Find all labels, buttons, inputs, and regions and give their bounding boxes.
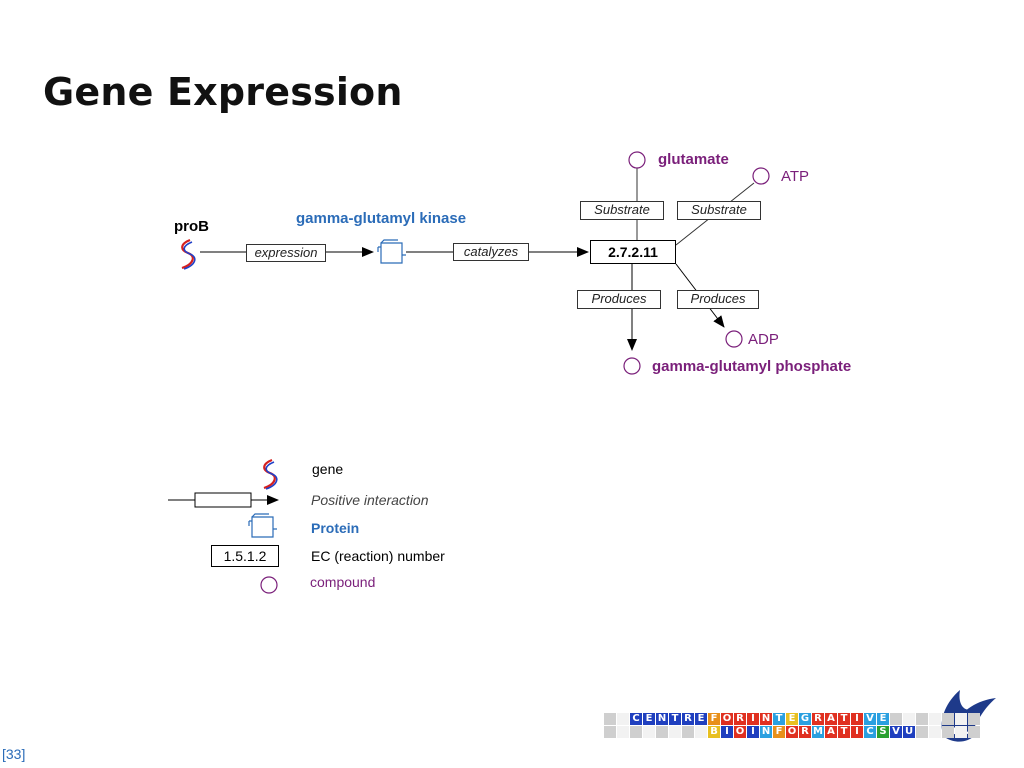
substrate-box-1: Substrate	[580, 201, 664, 220]
logo-letter: T	[838, 726, 850, 738]
logo-letter: T	[838, 713, 850, 725]
logo-letter: N	[760, 713, 772, 725]
legend-interaction-label: Positive interaction	[311, 492, 429, 508]
page-number[interactable]: [33]	[2, 746, 26, 762]
expression-box: expression	[246, 244, 326, 262]
logo-letter: I	[721, 726, 733, 738]
produces-box-2: Produces	[677, 290, 759, 309]
logo-letter: T	[669, 713, 681, 725]
substrate-box-2: Substrate	[677, 201, 761, 220]
logo-letter: C	[864, 726, 876, 738]
logo-letter: R	[734, 713, 746, 725]
logo-letter: F	[708, 713, 720, 725]
glutamate-circle	[628, 151, 646, 169]
logo-letter: F	[773, 726, 785, 738]
atp-label: ATP	[781, 168, 810, 185]
logo-letter: I	[851, 713, 863, 725]
slide-title: Gene Expression	[43, 70, 403, 114]
logo-letter: R	[799, 726, 811, 738]
protein-label: gamma-glutamyl kinase	[296, 210, 467, 227]
ec-number-box: 2.7.2.11	[590, 240, 676, 264]
legend-gene-icon	[263, 458, 278, 490]
adp-circle	[725, 330, 743, 348]
logo-letter: I	[747, 713, 759, 725]
catalyzes-box: catalyzes	[453, 243, 529, 261]
protein-icon	[377, 239, 406, 264]
product-circle	[623, 357, 641, 375]
legend-interaction-box	[194, 492, 252, 508]
logo-letter: O	[734, 726, 746, 738]
logo-letter: O	[786, 726, 798, 738]
logo-letter: R	[682, 713, 694, 725]
logo-letter: G	[799, 713, 811, 725]
logo-letter: I	[851, 726, 863, 738]
logo-letter: U	[903, 726, 915, 738]
logo-letter: N	[760, 726, 772, 738]
produces-box-1: Produces	[577, 290, 661, 309]
legend-ec-box: 1.5.1.2	[211, 545, 279, 567]
logo-letter: E	[877, 713, 889, 725]
logo-letter: N	[656, 713, 668, 725]
logo-letter: B	[708, 726, 720, 738]
gene-icon	[181, 238, 196, 270]
adp-label: ADP	[748, 331, 779, 348]
legend-protein-icon	[248, 513, 277, 538]
logo-letter: A	[825, 713, 837, 725]
legend-compound-circle	[260, 576, 278, 594]
logo-letter: T	[773, 713, 785, 725]
gene-label: proB	[174, 218, 209, 235]
legend-gene-label: gene	[312, 461, 344, 477]
logo-letter: V	[890, 726, 902, 738]
logo-letter: S	[877, 726, 889, 738]
logo-letter: R	[812, 713, 824, 725]
logo-letter: C	[630, 713, 642, 725]
logo-letter: M	[812, 726, 824, 738]
logo-letter: O	[721, 713, 733, 725]
logo-letter: I	[747, 726, 759, 738]
glutamate-label: glutamate	[658, 151, 729, 168]
logo-letter: A	[825, 726, 837, 738]
logo-letter: E	[786, 713, 798, 725]
logo-letter: E	[695, 713, 707, 725]
atp-circle	[752, 167, 770, 185]
logo-letter: E	[643, 713, 655, 725]
legend-compound-label: compound	[310, 574, 376, 590]
legend-protein-label: Protein	[311, 520, 360, 536]
product-label: gamma-glutamyl phosphate	[652, 358, 852, 375]
legend-ec-label: EC (reaction) number	[311, 548, 445, 564]
logo-letter: V	[864, 713, 876, 725]
